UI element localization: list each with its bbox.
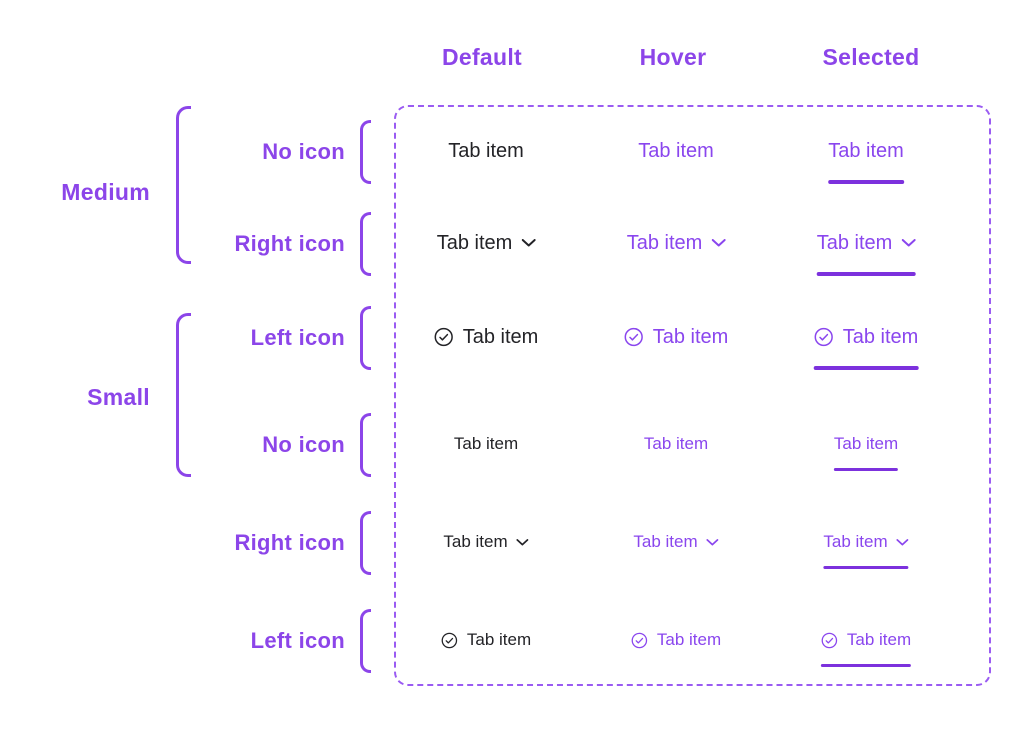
chevron-down-icon [521, 239, 536, 247]
row-bracket [360, 120, 371, 184]
tab-item-medium-righticon-default[interactable]: Tab item [437, 229, 536, 257]
tab-item-label: Tab item [656, 630, 722, 649]
chevron-down-icon [516, 538, 529, 545]
check-circle-icon [631, 632, 648, 648]
row-small-no-icon: No icon Tab item Tab item Tab item [0, 397, 1016, 493]
tab-item-label: Tab item [638, 139, 714, 162]
tab-item-label: Tab item [626, 231, 703, 254]
row-small-left-icon: Left icon Tab item Tab item Tab item [0, 593, 1016, 689]
row-label: Right icon [234, 530, 345, 555]
tab-item-small-noicon-hover[interactable]: Tab item [644, 432, 708, 456]
selected-underline [833, 468, 899, 471]
check-circle-icon [434, 327, 453, 347]
tab-item-label: Tab item [816, 231, 893, 254]
tab-item-label: Tab item [652, 325, 729, 348]
medium-group-bracket [176, 106, 191, 264]
row-small-right-icon: Right icon Tab item Tab item Tab item [0, 495, 1016, 591]
row-label: Right icon [234, 231, 345, 256]
selected-underline [820, 664, 912, 667]
chevron-down-icon [711, 239, 726, 247]
medium-group-label: Medium [61, 179, 150, 205]
column-header-selected: Selected [822, 44, 920, 70]
chevron-down-icon [896, 538, 909, 545]
row-medium-no-icon: No icon Tab item Tab item Tab item [0, 104, 1016, 200]
tab-item-small-righticon-hover[interactable]: Tab item [633, 530, 719, 554]
row-bracket [360, 306, 371, 370]
row-label: Left icon [250, 628, 345, 653]
row-bracket [360, 212, 371, 276]
tab-item-medium-lefticon-selected[interactable]: Tab item [813, 323, 919, 370]
tab-item-medium-noicon-default[interactable]: Tab item [448, 137, 524, 165]
row-left-icon-medium: Left icon Tab item Tab item Tab item [0, 290, 1016, 386]
check-circle-icon [821, 632, 838, 648]
tab-item-label: Tab item [643, 434, 709, 453]
tab-item-medium-noicon-selected[interactable]: Tab item [828, 137, 904, 184]
tab-item-medium-righticon-selected[interactable]: Tab item [816, 229, 916, 276]
small-group-label: Small [87, 384, 150, 410]
tab-item-label: Tab item [466, 630, 532, 649]
tab-item-label: Tab item [633, 532, 698, 551]
tab-item-label: Tab item [828, 139, 904, 162]
tab-item-small-righticon-default[interactable]: Tab item [443, 530, 529, 554]
tab-item-label: Tab item [462, 325, 539, 348]
tab-item-medium-lefticon-hover[interactable]: Tab item [624, 323, 729, 351]
tab-item-small-lefticon-hover[interactable]: Tab item [631, 628, 721, 652]
tab-item-label: Tab item [443, 532, 508, 551]
tab-item-label: Tab item [436, 231, 513, 254]
selected-underline [813, 366, 919, 370]
selected-underline [828, 180, 904, 184]
row-bracket [360, 609, 371, 673]
tab-item-label: Tab item [453, 434, 519, 453]
tab-item-medium-lefticon-default[interactable]: Tab item [434, 323, 539, 351]
chevron-down-icon [706, 538, 719, 545]
selected-underline [816, 272, 916, 276]
row-label: Left icon [250, 325, 345, 350]
tab-item-small-noicon-selected[interactable]: Tab item [833, 432, 899, 471]
selected-underline [823, 566, 909, 569]
chevron-down-icon [901, 239, 916, 247]
row-bracket [360, 413, 371, 477]
tab-item-label: Tab item [823, 532, 888, 551]
tab-item-label: Tab item [448, 139, 524, 162]
row-bracket [360, 511, 371, 575]
check-circle-icon [624, 327, 643, 347]
row-label: No icon [262, 432, 345, 457]
tab-item-medium-noicon-hover[interactable]: Tab item [638, 137, 714, 165]
tab-item-medium-righticon-hover[interactable]: Tab item [627, 229, 726, 257]
tab-item-small-lefticon-default[interactable]: Tab item [441, 628, 531, 652]
small-group-bracket [176, 313, 191, 477]
row-medium-right-icon: Right icon Tab item Tab item Tab item [0, 196, 1016, 292]
tab-item-label: Tab item [833, 434, 899, 453]
check-circle-icon [441, 632, 458, 648]
tab-item-small-righticon-selected[interactable]: Tab item [823, 530, 909, 569]
check-circle-icon [814, 327, 833, 347]
tab-item-label: Tab item [842, 325, 919, 348]
column-header-default: Default [441, 44, 523, 70]
component-frame-dashed-border [394, 105, 991, 686]
row-label: No icon [262, 139, 345, 164]
tab-item-label: Tab item [846, 630, 912, 649]
tab-item-small-lefticon-selected[interactable]: Tab item [820, 628, 912, 667]
column-header-hover: Hover [639, 44, 707, 70]
tab-item-small-noicon-default[interactable]: Tab item [454, 432, 518, 456]
